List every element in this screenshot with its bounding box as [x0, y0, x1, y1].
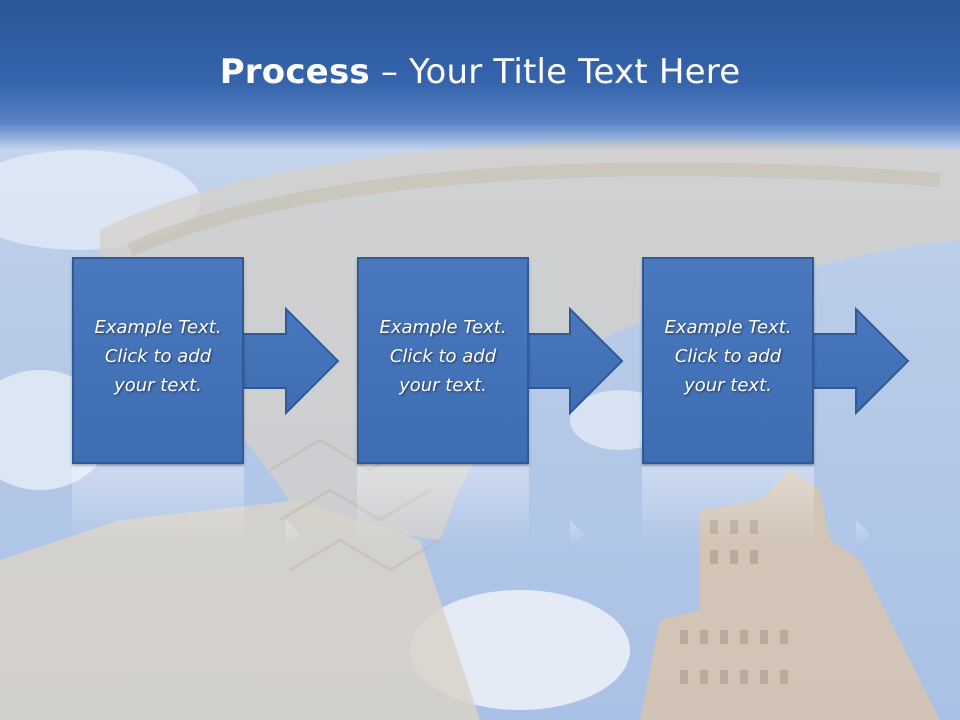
step-1-line-2: Click to add [104, 346, 212, 367]
step-2-reflection [357, 466, 529, 546]
step-3-reflection [642, 466, 814, 546]
step-box-2[interactable]: Example Text. Click to add your text. [357, 257, 529, 464]
title-rest-text: – Your Title Text Here [369, 52, 741, 92]
title-bold-text: Process [219, 52, 370, 92]
step-box-1[interactable]: Example Text. Click to add your text. [72, 257, 244, 464]
step-2-line-3: your text. [399, 375, 487, 396]
slide-title[interactable]: Process – Your Title Text Here [0, 52, 960, 92]
step-3-line-3: your text. [684, 375, 772, 396]
step-box-3[interactable]: Example Text. Click to add your text. [642, 257, 814, 464]
title-bar [0, 0, 960, 150]
step-3-line-2: Click to add [674, 346, 782, 367]
step-text-1[interactable]: Example Text. Click to add your text. [74, 313, 242, 400]
step-1-reflection [72, 466, 244, 546]
step-1-line-3: your text. [114, 375, 202, 396]
step-2-line-1: Example Text. [379, 317, 507, 338]
step-2-line-2: Click to add [389, 346, 497, 367]
step-1-line-1: Example Text. [94, 317, 222, 338]
step-text-3[interactable]: Example Text. Click to add your text. [644, 313, 812, 400]
step-text-2[interactable]: Example Text. Click to add your text. [359, 313, 527, 400]
step-3-line-1: Example Text. [664, 317, 792, 338]
